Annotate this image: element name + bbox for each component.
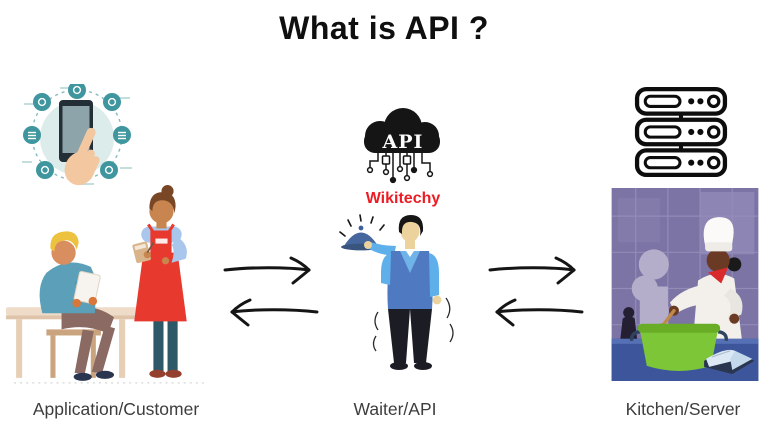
watermark-text: Wikitechy — [365, 190, 441, 207]
waitress-figure — [132, 185, 187, 378]
waiter-left-arm — [368, 242, 396, 256]
label-kitchen-server: Kitchen/Server — [625, 399, 741, 419]
api-cloud-circuit-icon: API — [364, 108, 440, 184]
waiter-with-cloche — [339, 214, 454, 370]
waiter-legs — [388, 309, 432, 370]
circuit-traces — [366, 153, 434, 184]
app-ecosystem-phone-icon — [22, 84, 132, 186]
pointing-hand-icon — [64, 127, 100, 186]
arrow-right-icon — [223, 256, 311, 285]
page-title: What is API ? — [279, 10, 489, 46]
waiter-head — [398, 215, 424, 249]
cloud-api-label: API — [382, 131, 424, 153]
cooking-pot-icon — [629, 323, 729, 371]
customer-figure — [39, 231, 116, 381]
chef-cooking-scene — [611, 188, 759, 381]
waiter-torso — [381, 251, 442, 309]
server-rack-icon — [634, 86, 728, 178]
arrow-right-icon — [488, 256, 576, 285]
label-waiter-api: Waiter/API — [353, 399, 437, 419]
app-orbit-icons — [23, 84, 131, 179]
chair — [46, 329, 101, 378]
motion-squiggles — [372, 297, 454, 352]
arrows-waiter-kitchen — [488, 256, 584, 327]
label-application-customer: Application/Customer — [32, 399, 200, 419]
cloud-shape — [364, 108, 440, 153]
customer-ordering-scene — [6, 185, 208, 384]
arrow-left-icon — [230, 298, 319, 327]
arrow-left-icon — [495, 298, 584, 327]
cookbook-icon — [704, 349, 755, 374]
sparkle-lines — [339, 214, 385, 237]
arrows-customer-waiter — [223, 256, 319, 327]
